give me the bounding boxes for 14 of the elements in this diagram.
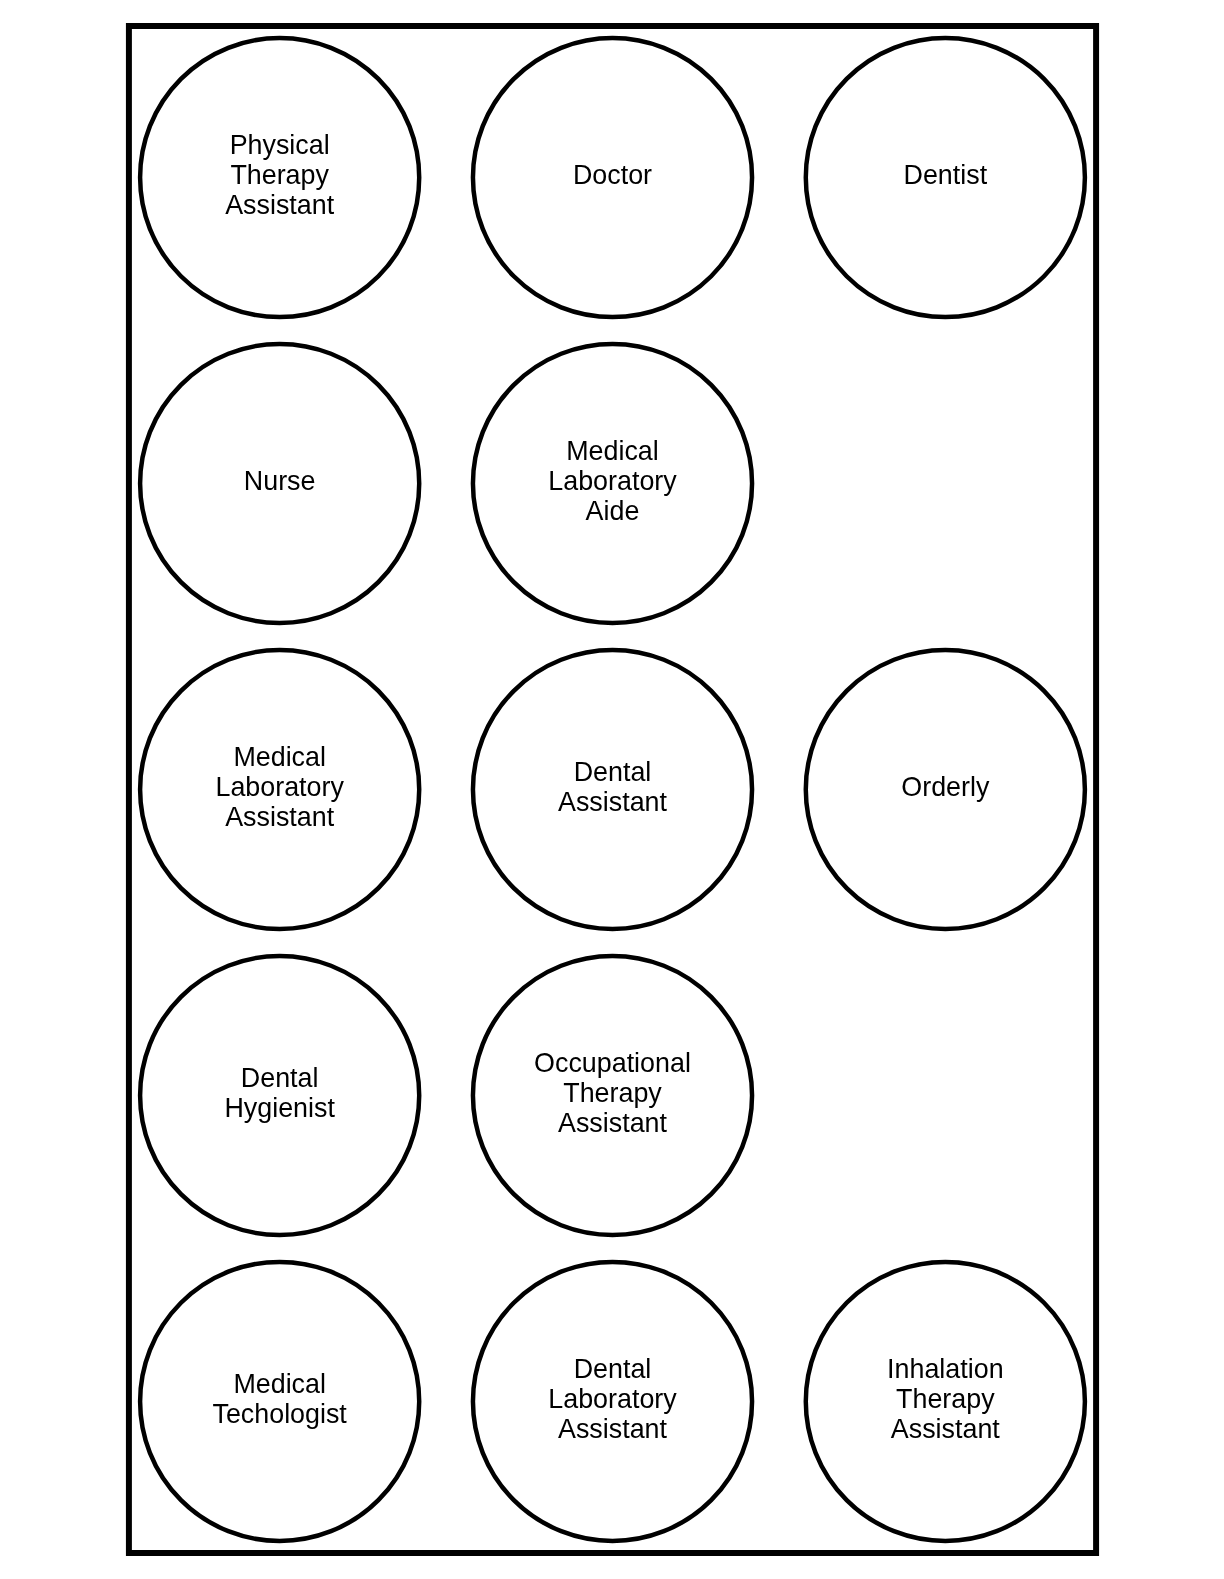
node-circle: Occupational Therapy Assistant	[470, 953, 754, 1238]
node-circle: Physical Therapy Assistant	[137, 35, 421, 320]
node-circle: Orderly	[803, 647, 1087, 932]
node-circle: Medical Techologist	[137, 1259, 421, 1544]
node-circle: Medical Laboratory Aide	[470, 341, 754, 626]
node-circle: Dental Laboratory Assistant	[470, 1259, 754, 1544]
node-circle: Nurse	[137, 341, 421, 626]
node-circle: Dental Assistant	[470, 647, 754, 932]
node-circle: Medical Laboratory Assistant	[137, 647, 421, 932]
node-circle: Dentist	[803, 35, 1087, 320]
node-circle: Dental Hygienist	[137, 953, 421, 1238]
cluster	[125, 23, 1099, 1556]
node-circle: Doctor	[470, 35, 754, 320]
node-circle: Inhalation Therapy Assistant	[803, 1259, 1087, 1544]
